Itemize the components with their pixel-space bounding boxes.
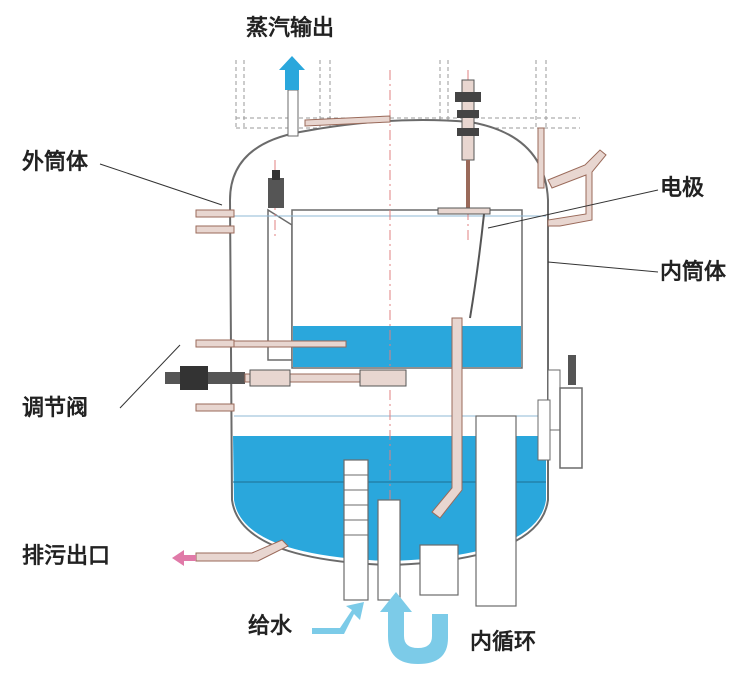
label-regulating-valve: 调节阀 — [22, 396, 89, 421]
bottom-fittings — [343, 415, 517, 607]
label-steam-output: 蒸汽输出 — [246, 16, 335, 41]
label-outer-shell: 外筒体 — [22, 150, 89, 175]
bottom-fitting-coil — [344, 474, 368, 536]
left-nozzles — [195, 209, 235, 412]
label-inner-circulation: 内循环 — [470, 630, 537, 655]
circulation-arrow — [380, 592, 448, 664]
manhole-flange — [537, 355, 583, 469]
label-blowdown-outlet: 排污出口 — [22, 544, 111, 569]
blowdown-arrow — [172, 550, 196, 566]
feed-water-arrow — [312, 602, 364, 634]
regulating-valve-assembly — [165, 366, 407, 390]
top-pipe — [304, 115, 391, 127]
electrode-assembly — [437, 79, 491, 319]
leader-lines — [99, 163, 659, 409]
steam-up-arrow — [279, 56, 305, 90]
label-electrode: 电极 — [660, 176, 705, 201]
blowdown-pipe — [195, 539, 289, 562]
inner-top-valve — [268, 170, 284, 208]
right-top-pipe — [547, 149, 607, 227]
circulation-pipe — [431, 317, 463, 519]
label-feed-water: 给水 — [248, 614, 293, 639]
label-inner-shell: 内筒体 — [660, 260, 727, 285]
steam-outlet — [279, 56, 305, 137]
upper-rod — [233, 340, 347, 348]
